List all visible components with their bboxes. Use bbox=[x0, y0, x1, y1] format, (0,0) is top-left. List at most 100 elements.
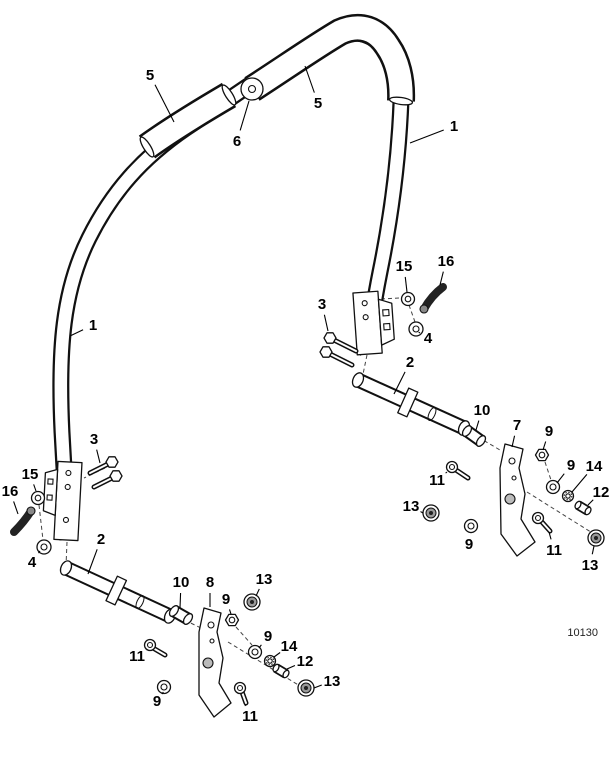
callout-leader-line bbox=[273, 652, 281, 658]
callout-leader-line bbox=[313, 684, 322, 689]
part-callout-9: 9 bbox=[153, 693, 161, 710]
callout-leader-line bbox=[33, 484, 37, 492]
right-washer-15 bbox=[400, 291, 416, 307]
callout-leader-line bbox=[323, 314, 329, 332]
part-callout-3: 3 bbox=[90, 431, 98, 448]
right-mount-bracket bbox=[352, 290, 395, 356]
left-bushing-12 bbox=[272, 663, 290, 679]
callout-leader-line bbox=[258, 644, 262, 649]
left-spacer-10 bbox=[168, 605, 194, 625]
right-hex-bolts-3 bbox=[319, 332, 359, 368]
callout-leader-line bbox=[239, 100, 250, 131]
part-callout-9: 9 bbox=[545, 423, 553, 440]
part-callout-4: 4 bbox=[424, 330, 433, 347]
callout-leader-line bbox=[418, 331, 421, 334]
right-washer-4 bbox=[408, 321, 424, 337]
callout-leader-line bbox=[439, 271, 444, 286]
callout-leader-line bbox=[511, 435, 516, 448]
callout-leader-line bbox=[445, 471, 448, 474]
part-callout-16: 16 bbox=[438, 253, 455, 270]
callout-leader-line bbox=[571, 474, 588, 493]
right-washer-9-bottom bbox=[463, 518, 479, 534]
part-callout-2: 2 bbox=[406, 354, 414, 371]
callout-leader-line bbox=[556, 473, 565, 484]
right-cap-nut-13-a bbox=[422, 504, 440, 522]
right-clamp-knob-16 bbox=[419, 283, 447, 314]
part-callout-5: 5 bbox=[314, 95, 322, 112]
part-callout-2: 2 bbox=[97, 531, 105, 548]
part-callout-5: 5 bbox=[146, 67, 154, 84]
callout-leader-line bbox=[587, 499, 594, 506]
part-callout-1: 1 bbox=[89, 317, 97, 334]
right-bushing-12 bbox=[574, 500, 592, 516]
part-callout-11: 11 bbox=[546, 542, 562, 559]
right-axle-weldment bbox=[351, 372, 471, 436]
left-grip bbox=[138, 82, 237, 159]
part-callout-12: 12 bbox=[297, 653, 314, 670]
left-washer-15 bbox=[30, 490, 46, 506]
callout-leader-line bbox=[548, 531, 552, 540]
part-callout-1: 1 bbox=[450, 118, 458, 135]
right-support-bracket-7 bbox=[499, 443, 536, 557]
part-callout-8: 8 bbox=[206, 574, 214, 591]
callout-leader-line bbox=[420, 511, 424, 514]
callout-leader-line bbox=[393, 371, 406, 395]
left-mount-bracket bbox=[42, 460, 83, 542]
part-callout-10: 10 bbox=[474, 402, 491, 419]
part-callout-15: 15 bbox=[22, 466, 39, 483]
left-cap-nut-13-b bbox=[297, 679, 315, 697]
left-hex-nut-9 bbox=[224, 613, 240, 627]
callout-leader-line bbox=[409, 129, 444, 144]
part-callout-4: 4 bbox=[28, 554, 37, 571]
part-callout-7: 7 bbox=[513, 417, 521, 434]
callout-leader-line bbox=[255, 588, 260, 597]
left-support-bracket-8 bbox=[198, 607, 232, 718]
callout-leader-line bbox=[228, 609, 232, 615]
right-washer-9-mid bbox=[545, 479, 561, 495]
part-callout-12: 12 bbox=[593, 484, 610, 501]
left-washer-9-mid bbox=[247, 644, 263, 660]
part-callout-9: 9 bbox=[465, 536, 473, 553]
part-callout-13: 13 bbox=[256, 571, 273, 588]
part-callout-6: 6 bbox=[233, 133, 241, 150]
left-washer-4 bbox=[36, 539, 52, 555]
right-cap-nut-13-b bbox=[587, 529, 605, 547]
callout-leader-line bbox=[591, 545, 595, 555]
part-callout-15: 15 bbox=[396, 258, 413, 275]
left-hex-bolts-3 bbox=[87, 456, 123, 490]
right-bolt-11-b bbox=[531, 511, 553, 534]
grip-end-cap bbox=[240, 77, 264, 101]
part-callout-9: 9 bbox=[222, 591, 230, 608]
callout-leader-line bbox=[542, 441, 547, 451]
left-bolt-11-a bbox=[143, 638, 168, 658]
callout-leader-line bbox=[304, 65, 315, 93]
right-grip bbox=[240, 14, 416, 106]
right-hex-nut-9 bbox=[534, 448, 550, 462]
part-callout-14: 14 bbox=[281, 638, 298, 655]
part-callout-3: 3 bbox=[318, 296, 326, 313]
callout-leader-line bbox=[154, 84, 175, 123]
callout-leader-line bbox=[13, 501, 19, 515]
left-axle-weldment bbox=[59, 560, 177, 624]
part-callout-16: 16 bbox=[2, 483, 19, 500]
part-callout-11: 11 bbox=[242, 708, 258, 725]
callout-leader-line bbox=[38, 550, 41, 554]
left-washer-9-bottom bbox=[156, 679, 172, 695]
part-callout-11: 11 bbox=[429, 472, 445, 489]
part-callout-13: 13 bbox=[324, 673, 341, 690]
part-callout-10: 10 bbox=[173, 574, 190, 591]
figure-number: 10130 bbox=[567, 627, 598, 639]
callout-leader-line bbox=[161, 691, 164, 695]
part-callout-13: 13 bbox=[403, 498, 420, 515]
part-callout-9: 9 bbox=[264, 628, 272, 645]
left-lock-washer-14 bbox=[263, 654, 277, 668]
callout-leader-line bbox=[404, 276, 408, 293]
part-callout-9: 9 bbox=[567, 457, 575, 474]
part-callout-11: 11 bbox=[129, 648, 145, 665]
left-cap-nut-13-a bbox=[243, 593, 261, 611]
callout-leader-line bbox=[87, 549, 98, 575]
callout-leader-line bbox=[96, 449, 101, 464]
